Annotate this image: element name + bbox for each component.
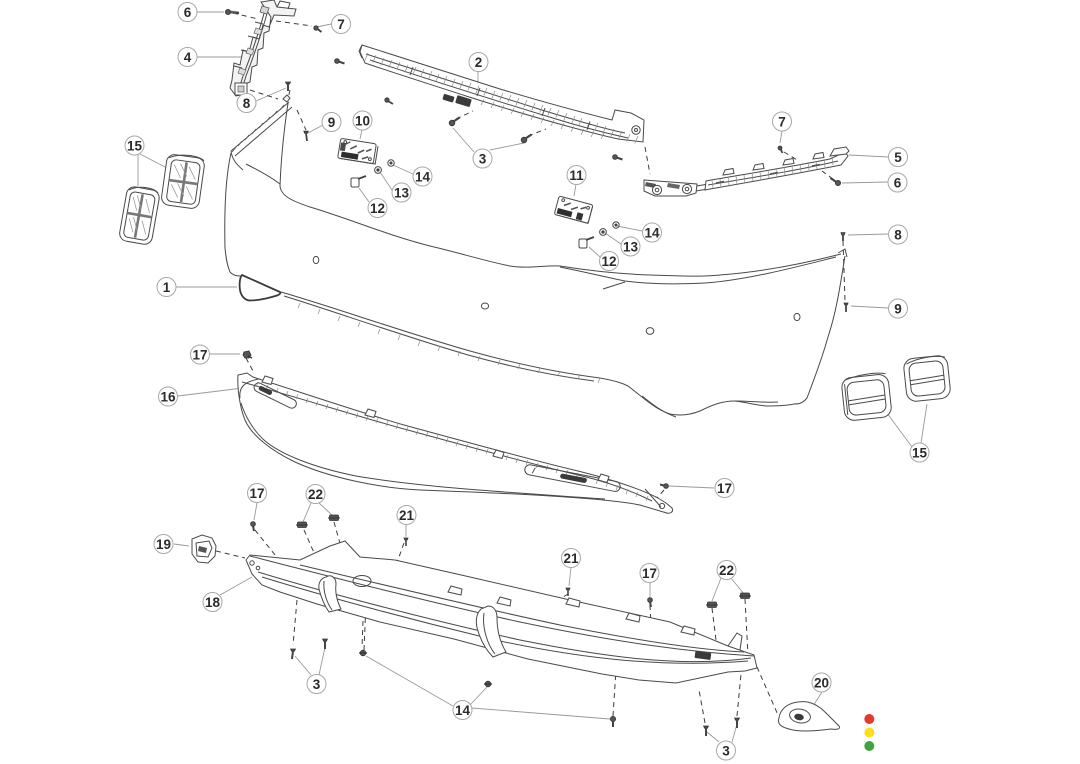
svg-text:15: 15 xyxy=(912,445,928,460)
svg-text:13: 13 xyxy=(394,185,410,200)
svg-text:15: 15 xyxy=(127,138,143,153)
svg-text:9: 9 xyxy=(328,115,336,130)
svg-text:18: 18 xyxy=(205,595,221,610)
svg-text:2: 2 xyxy=(475,55,483,70)
svg-text:17: 17 xyxy=(717,481,732,496)
svg-text:4: 4 xyxy=(184,50,192,65)
svg-text:11: 11 xyxy=(569,168,584,183)
svg-text:22: 22 xyxy=(719,563,734,578)
svg-text:19: 19 xyxy=(156,537,171,552)
svg-text:7: 7 xyxy=(337,17,345,32)
svg-text:17: 17 xyxy=(642,566,657,581)
svg-text:3: 3 xyxy=(479,151,487,166)
svg-text:13: 13 xyxy=(623,239,639,254)
svg-text:6: 6 xyxy=(894,175,902,190)
svg-text:14: 14 xyxy=(455,703,471,718)
svg-text:9: 9 xyxy=(894,301,902,316)
svg-text:8: 8 xyxy=(894,227,902,242)
svg-text:1: 1 xyxy=(163,280,171,295)
svg-text:12: 12 xyxy=(601,254,616,269)
svg-text:14: 14 xyxy=(644,225,660,240)
svg-text:12: 12 xyxy=(370,201,385,216)
svg-text:21: 21 xyxy=(399,508,415,523)
svg-text:17: 17 xyxy=(192,347,207,362)
svg-text:8: 8 xyxy=(243,96,251,111)
svg-text:5: 5 xyxy=(894,150,902,165)
svg-text:3: 3 xyxy=(313,677,321,692)
svg-text:17: 17 xyxy=(249,486,264,501)
svg-text:22: 22 xyxy=(308,487,323,502)
svg-text:3: 3 xyxy=(722,743,730,758)
svg-text:20: 20 xyxy=(814,675,829,690)
svg-text:6: 6 xyxy=(184,5,192,20)
svg-text:16: 16 xyxy=(160,389,176,404)
svg-text:14: 14 xyxy=(415,169,431,184)
svg-text:7: 7 xyxy=(778,114,786,129)
svg-text:21: 21 xyxy=(563,551,579,566)
svg-text:10: 10 xyxy=(355,113,370,128)
